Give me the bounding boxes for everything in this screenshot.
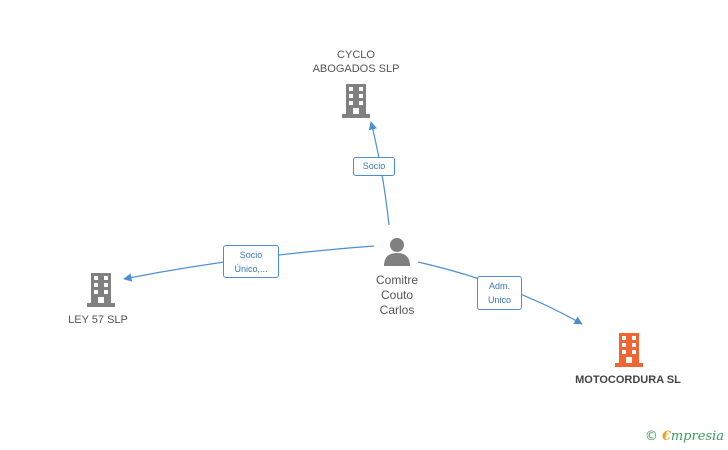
copyright-icon: © — [644, 429, 658, 444]
relation-adm-line1: Adm. — [488, 281, 510, 291]
person-line2: Couto — [380, 288, 414, 302]
relation-socio-unico-line2: Único,... — [234, 264, 268, 274]
node-motocordura-label[interactable]: MOTOCORDURA SL — [575, 374, 681, 386]
relation-socio-unico-line1: Socio — [239, 250, 263, 260]
node-ley57-label[interactable]: LEY 57 SLP — [68, 314, 128, 326]
relation-adm-line2: Unico — [487, 295, 511, 305]
relation-label-socio[interactable]: Socio — [353, 157, 395, 176]
relation-label-adm-unico[interactable]: Adm. Unico — [477, 276, 522, 310]
building-icon[interactable] — [340, 84, 372, 118]
building-icon[interactable] — [85, 273, 117, 307]
building-icon-highlight[interactable] — [613, 333, 645, 367]
empresia-watermark: ©€mpresia — [645, 429, 724, 444]
node-cyclo-line2: ABOGADOS SLP — [312, 63, 400, 75]
node-person-label[interactable]: Comitre Couto Carlos — [352, 273, 442, 318]
person-icon[interactable] — [383, 237, 411, 267]
brand-rest: mpresia — [670, 429, 724, 444]
node-cyclo-label[interactable]: CYCLO ABOGADOS SLP — [296, 48, 416, 76]
brand-initial: € — [661, 429, 671, 444]
person-line1: Comitre — [375, 273, 418, 287]
person-line3: Carlos — [379, 303, 415, 317]
relation-label-socio-unico[interactable]: Socio Único,... — [223, 245, 279, 278]
node-cyclo-line1: CYCLO — [337, 49, 375, 61]
